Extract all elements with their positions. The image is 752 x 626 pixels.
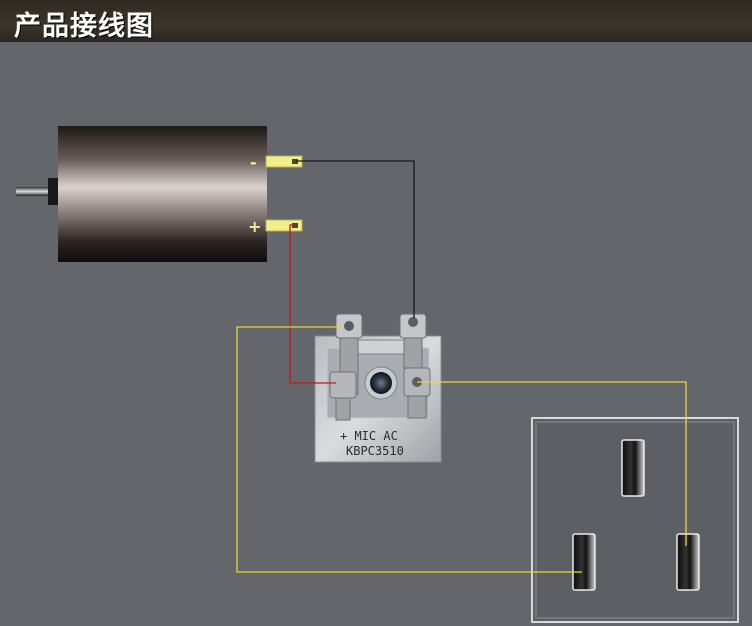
socket-slot-left [572, 533, 596, 591]
lug-hole [408, 317, 418, 327]
motor-positive-terminal [265, 219, 303, 232]
yellow-wire-left [236, 326, 582, 573]
rectifier-lug-left [329, 371, 357, 399]
rectifier-marking-1: + MIC AC [340, 429, 398, 443]
lug-leg [335, 397, 351, 421]
bridge-rectifier: + MIC AC KBPC3510 [314, 313, 442, 463]
lug-leg [407, 395, 427, 419]
motor-negative-label: - [250, 153, 257, 172]
motor-positive-label: + [248, 217, 261, 236]
red-wire [289, 224, 336, 384]
lug-hole [344, 321, 354, 331]
yellow-wire-right [417, 381, 687, 546]
black-wire [296, 160, 415, 318]
page-title: 产品接线图 [14, 11, 154, 42]
rectifier-marking-2: KBPC3510 [346, 444, 404, 458]
motor-shaft [16, 187, 58, 196]
socket-slot-earth [621, 439, 645, 497]
lug-leg [403, 337, 423, 369]
socket-inner-border [535, 421, 735, 619]
motor-boss [48, 178, 60, 205]
title-bar: 产品接线图 [0, 0, 752, 42]
power-socket [531, 417, 739, 623]
motor-body [58, 126, 267, 262]
terminal-hole [292, 159, 298, 164]
dc-motor: - + [16, 126, 303, 262]
mounting-hole [370, 372, 392, 394]
wires [236, 160, 687, 573]
socket-slot-right [676, 533, 700, 591]
